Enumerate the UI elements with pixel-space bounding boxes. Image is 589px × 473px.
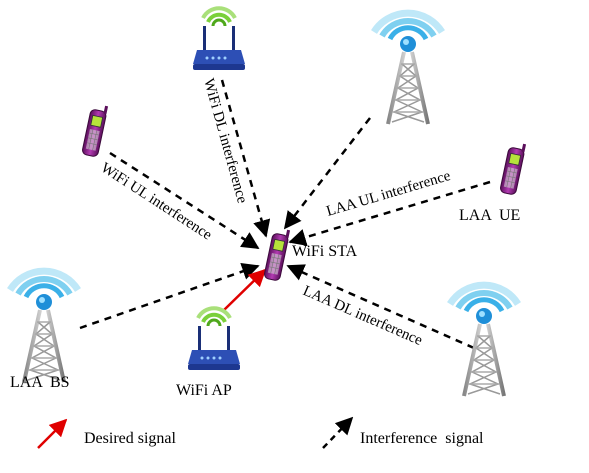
wifi-dl-link: [220, 79, 271, 238]
wifi-ap-label: WiFi AP: [176, 382, 232, 399]
laa-bs-link: [79, 262, 260, 330]
wifi-ul-label: WiFi UL interference: [98, 160, 215, 244]
laa-bs-label: LAA BS: [10, 374, 70, 391]
phone-icon: [81, 102, 109, 158]
router-icon: [191, 6, 247, 72]
legend-desired-label: Desired signal: [84, 430, 177, 447]
legend: Desired signal Interference signal: [37, 416, 484, 449]
wifi-dl-label: WiFi DL interference: [200, 77, 250, 206]
router-icon: [186, 306, 242, 372]
wifi-sta-label: WiFi STA: [292, 243, 358, 260]
phone-icon: [499, 140, 527, 196]
tower-icon: [450, 285, 518, 396]
legend-desired-arrow: [37, 418, 68, 449]
phone-icon: [263, 226, 291, 282]
legend-interference-arrow: [322, 416, 354, 449]
laa-ue-label: LAA UE: [459, 207, 520, 224]
tower-icon: [10, 271, 78, 382]
legend-interference-label: Interference signal: [360, 430, 484, 447]
laa-dl-label: LAA DL interference: [300, 283, 425, 349]
tower-icon: [374, 13, 442, 124]
tower-top-link: [283, 117, 371, 230]
desired-link: [223, 268, 267, 311]
laa-dl-link: [286, 264, 475, 350]
laa-ul-link: [288, 180, 491, 246]
wifi-ul-link: [109, 151, 260, 250]
interference-links: [79, 79, 491, 350]
